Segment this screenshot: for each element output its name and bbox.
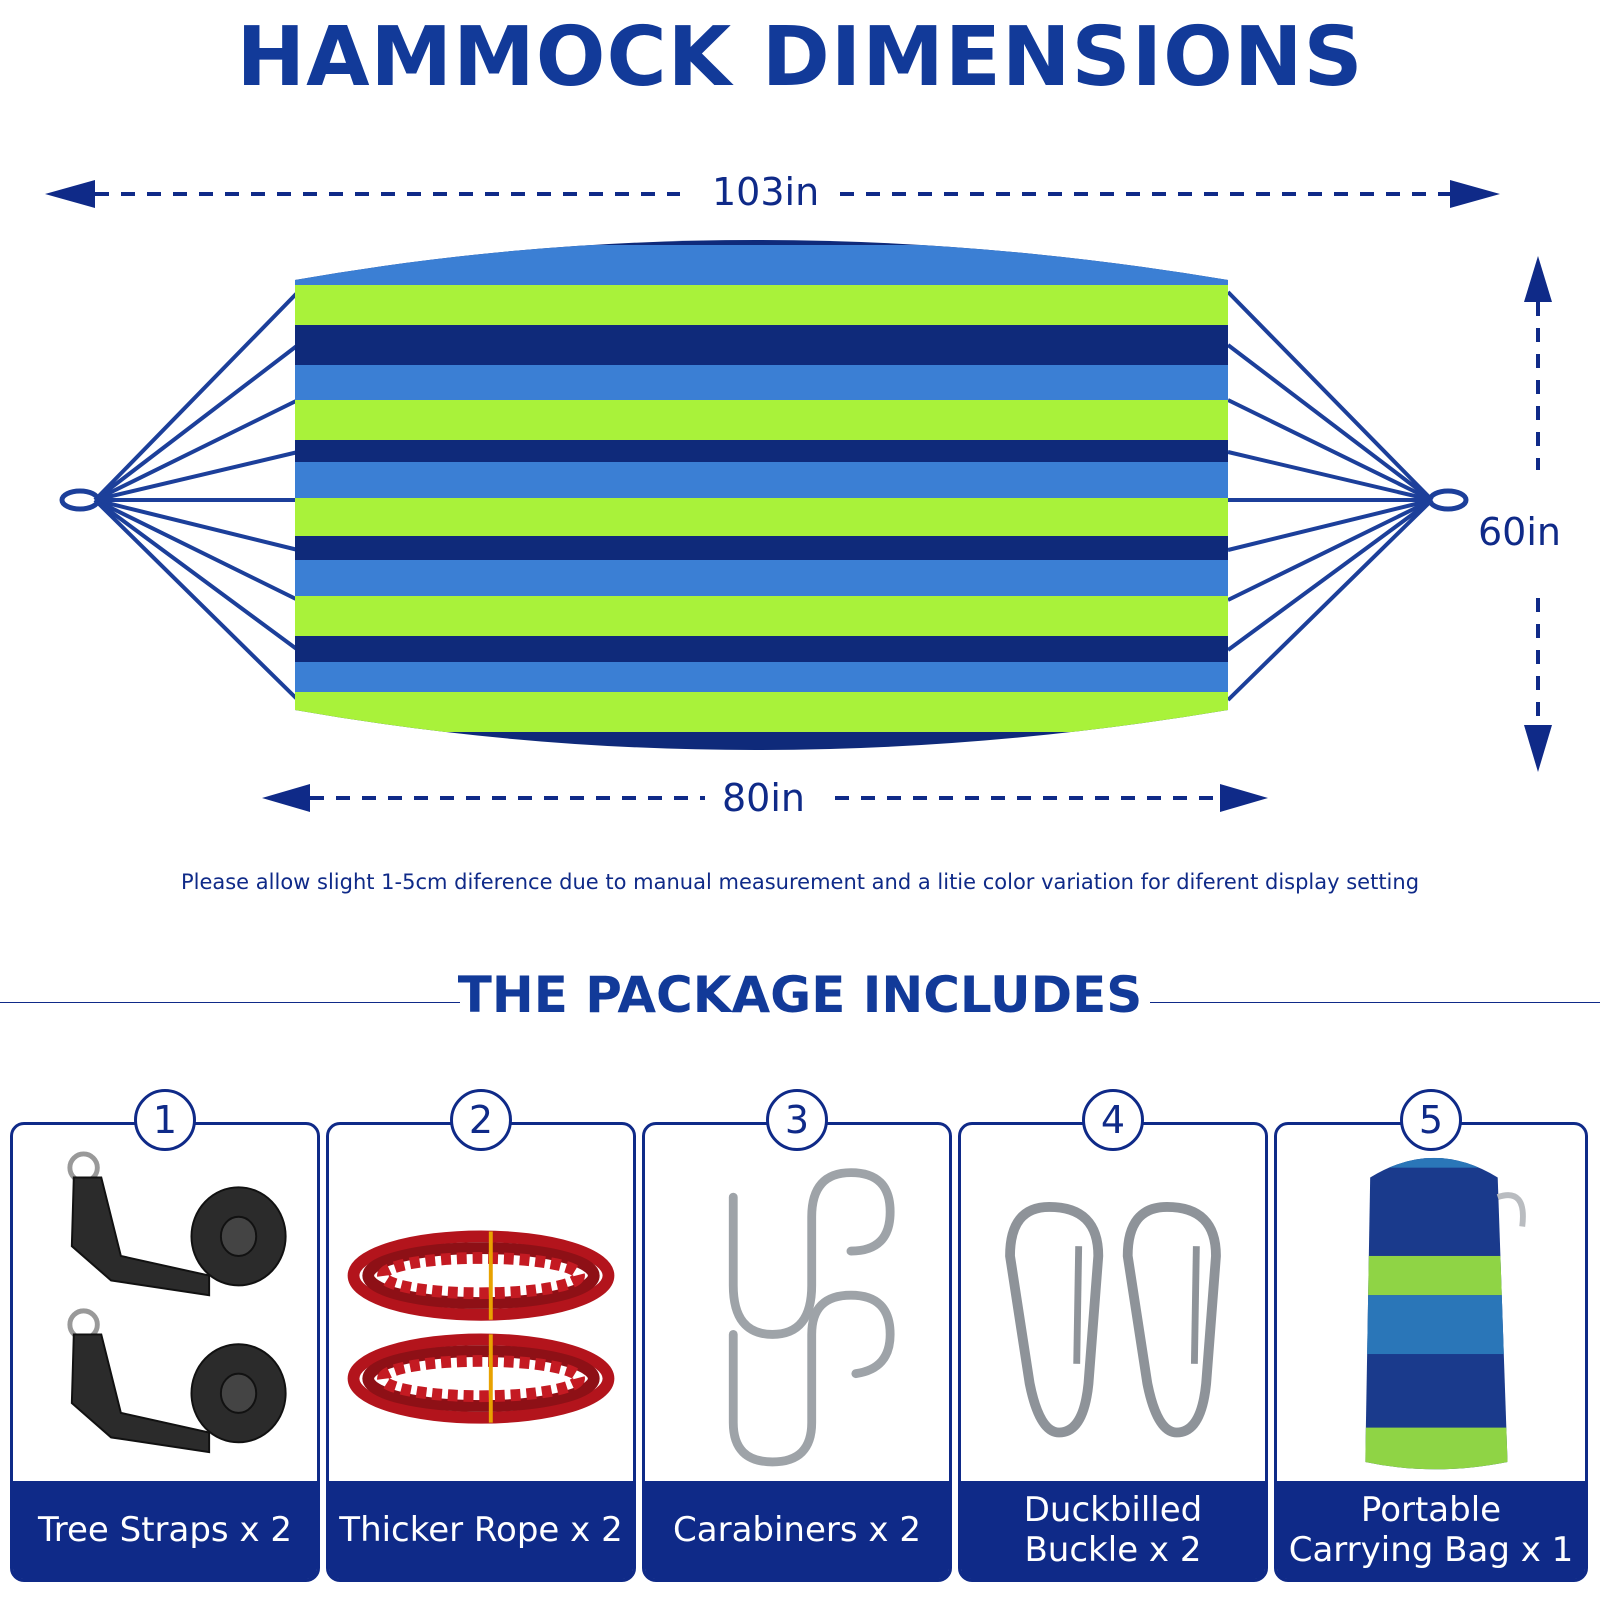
package-item-thicker-rope: 2 Thicker Rope x 2 xyxy=(326,1089,636,1582)
tree-straps-icon xyxy=(67,1151,287,1454)
item-number-badge: 2 xyxy=(450,1089,512,1151)
bed-length-arrow-icon xyxy=(262,784,1268,812)
left-ropes xyxy=(59,290,300,702)
package-item-carrying-bag: 5 Portable Carrying Bag x 1 xyxy=(1274,1089,1588,1582)
item-label: Carabiners x 2 xyxy=(645,1481,949,1579)
rope-icon xyxy=(347,1230,615,1424)
width-arrow-icon xyxy=(1524,256,1552,772)
hammock-diagram xyxy=(45,180,1552,812)
item-label: Tree Straps x 2 xyxy=(13,1481,317,1579)
page-title: HAMMOCK DIMENSIONS xyxy=(236,10,1364,105)
package-item-carabiners: 3 Carabiners x 2 xyxy=(642,1089,952,1582)
width-label: 60in xyxy=(1474,510,1565,554)
divider-right xyxy=(1150,1002,1600,1003)
item-number-badge: 5 xyxy=(1400,1089,1462,1151)
divider-left xyxy=(0,1002,460,1003)
total-length-label: 103in xyxy=(702,170,830,214)
item-label: Thicker Rope x 2 xyxy=(329,1481,633,1579)
item-number-badge: 3 xyxy=(766,1089,828,1151)
carabiner-icon xyxy=(1005,1202,1221,1438)
measurement-note: Please allow slight 1-5cm diference due … xyxy=(180,870,1420,894)
right-ropes xyxy=(1226,290,1469,702)
item-number-badge: 4 xyxy=(1082,1089,1144,1151)
item-number-badge: 1 xyxy=(134,1089,196,1151)
hammock-bed xyxy=(295,240,1228,750)
package-item-duckbilled-buckle: 4 Duckbilled Buckle x 2 xyxy=(958,1089,1268,1582)
package-title: THE PACKAGE INCLUDES xyxy=(457,966,1143,1024)
s-hook-icon xyxy=(728,1168,895,1467)
package-item-tree-straps: 1 Tree Straps x 2 xyxy=(10,1089,320,1582)
item-label: Portable Carrying Bag x 1 xyxy=(1277,1481,1585,1579)
carrying-bag-icon xyxy=(1365,1157,1526,1470)
item-label: Duckbilled Buckle x 2 xyxy=(961,1481,1265,1579)
length-arrow-icon xyxy=(45,180,1500,208)
bed-length-label: 80in xyxy=(712,776,815,820)
